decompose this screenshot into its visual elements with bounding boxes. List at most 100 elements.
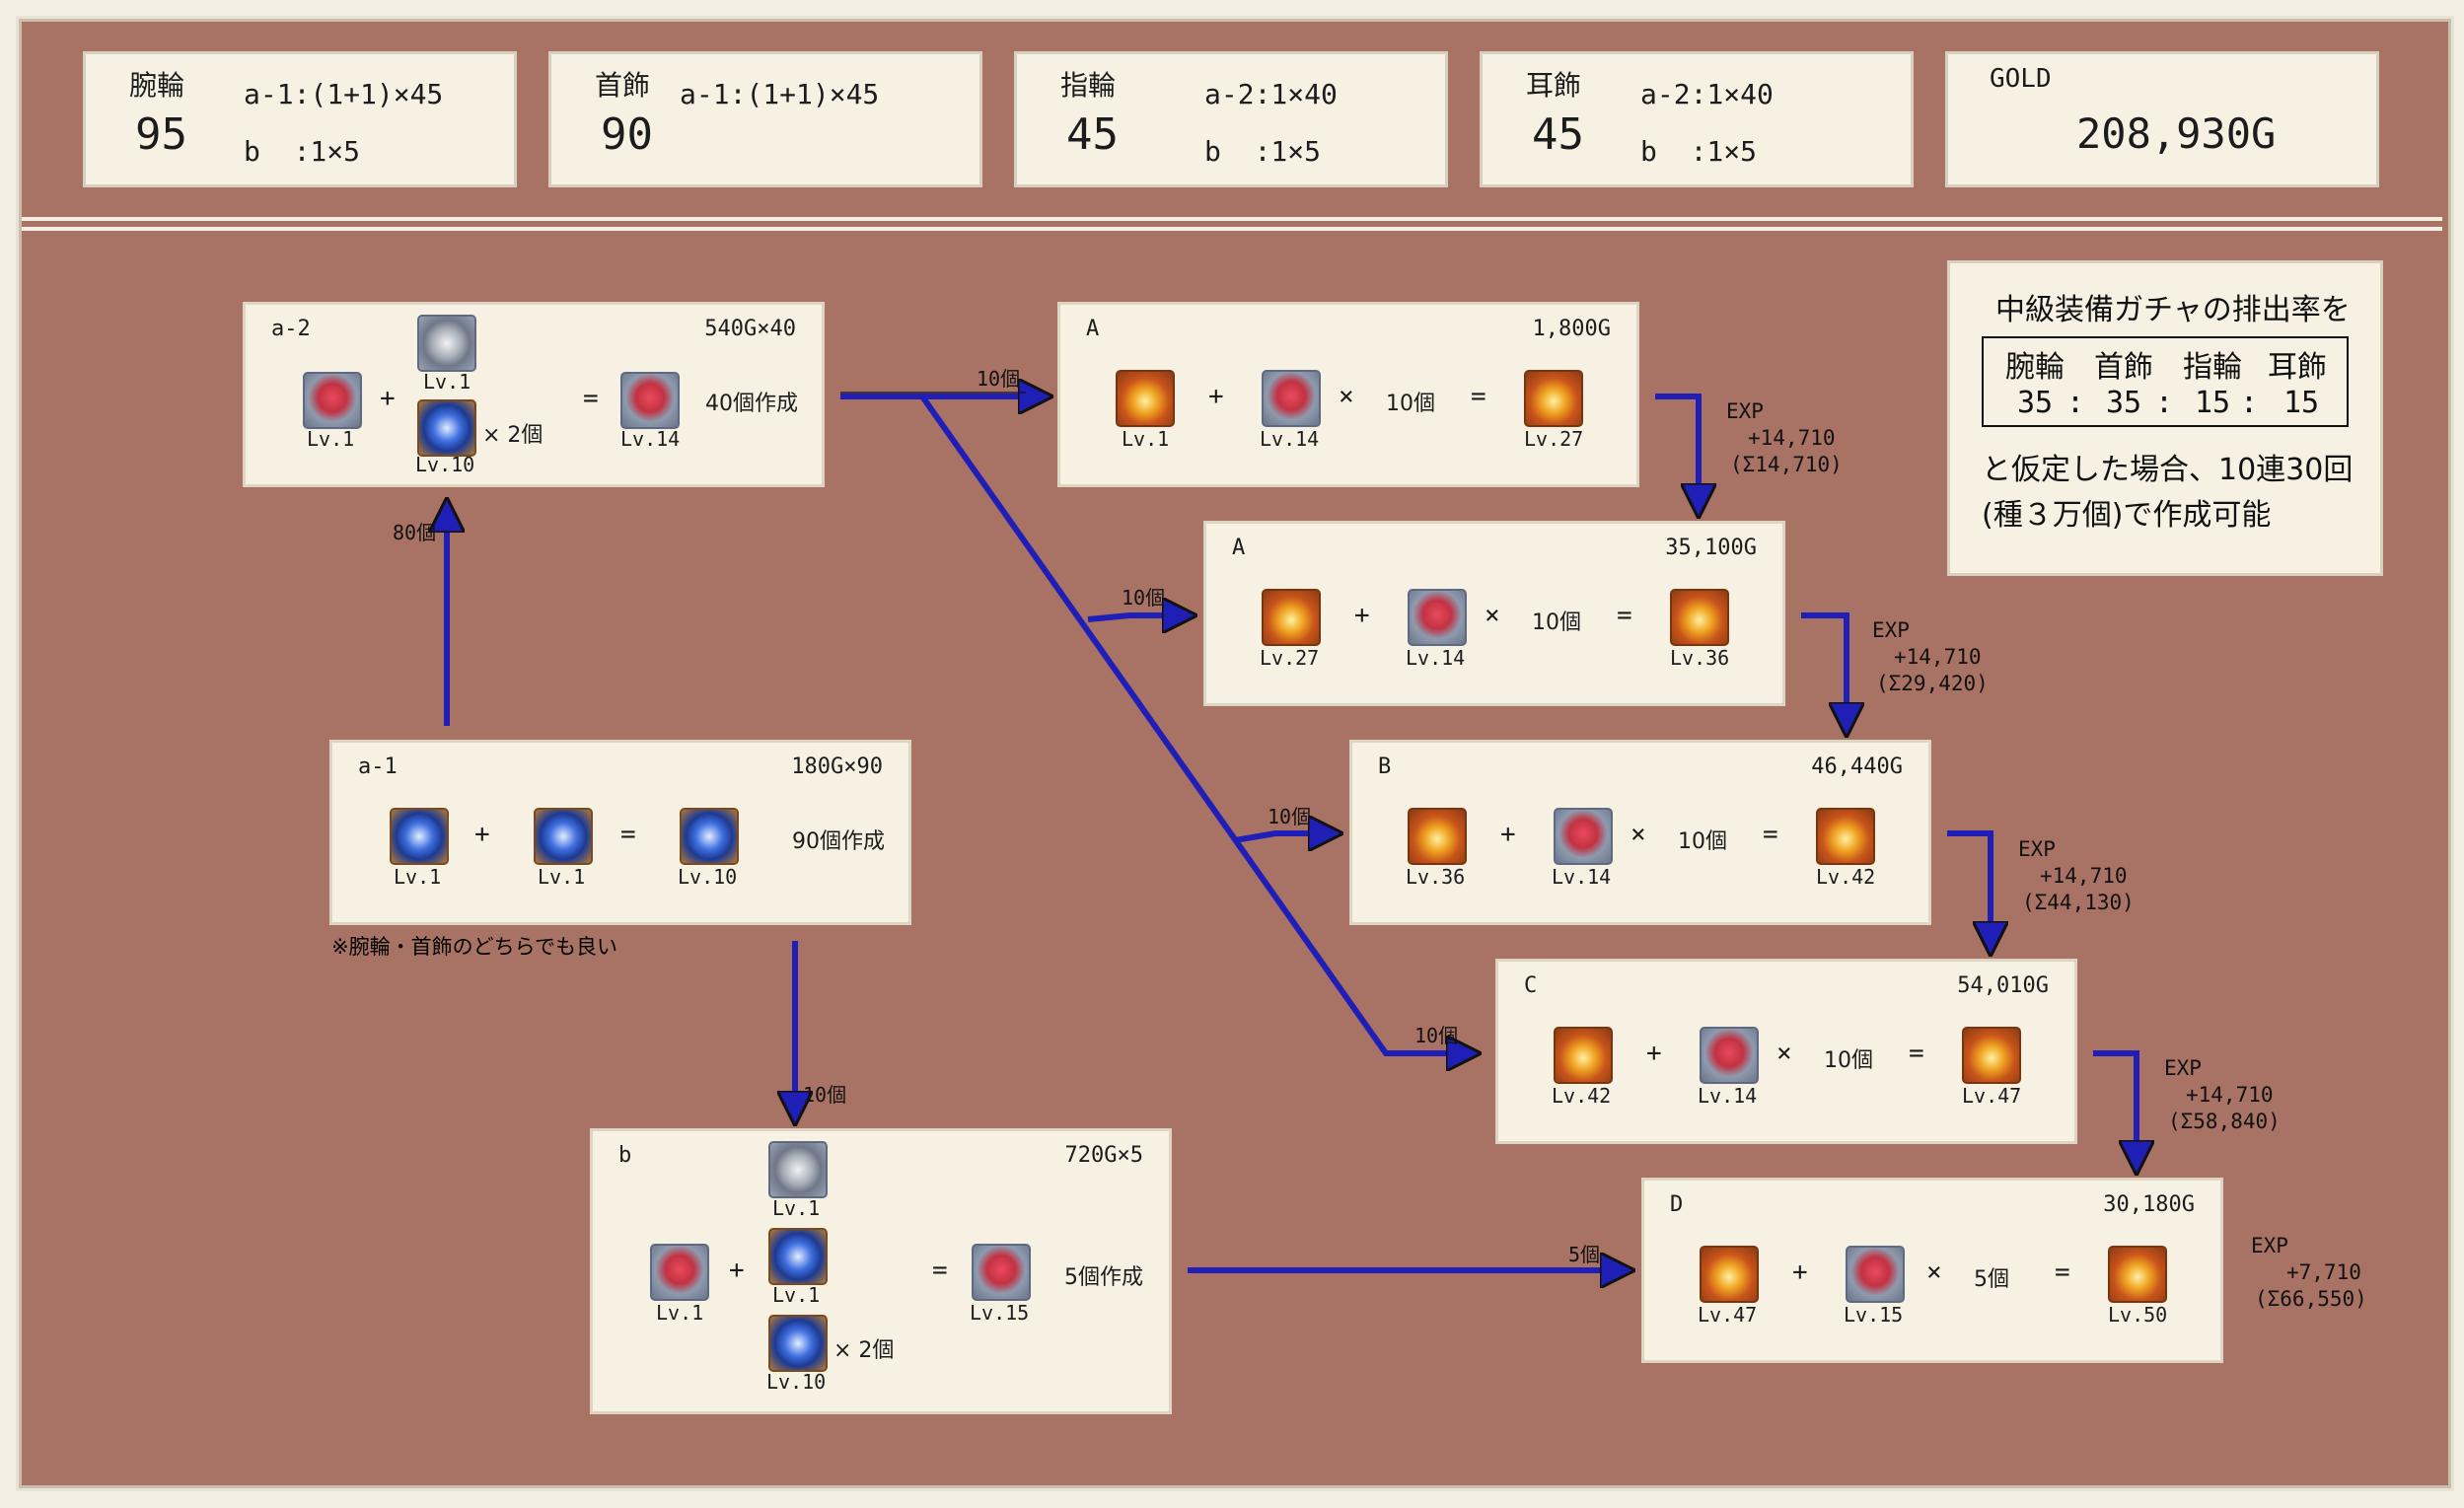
exp-gain: +14,710 <box>2040 864 2128 888</box>
craft-note: 5個作成 <box>1064 1265 1143 1290</box>
exp-total: (Σ66,550) <box>2255 1287 2367 1311</box>
quantity: 10個 <box>1678 829 1727 854</box>
summary-line2: b :1×5 <box>244 135 361 168</box>
times-sign: × <box>1485 601 1500 630</box>
recipe-A1: A 1,800G Lv.1 + Lv.14 × 10個 = Lv.27 <box>1057 302 1639 487</box>
exp-total: (Σ14,710) <box>1730 453 1843 476</box>
arrow-label: 10個 <box>1122 586 1166 610</box>
exp-head: EXP <box>1872 618 1910 642</box>
summary-line2: b :1×5 <box>1204 135 1322 168</box>
craft-note: 40個作成 <box>705 392 798 416</box>
item-level: Lv.47 <box>1698 1303 1758 1327</box>
times-sign: × <box>1926 1257 1942 1287</box>
recipe-label: B <box>1378 754 1392 779</box>
rate-footer-1: と仮定した場合、10連30回 <box>1982 453 2354 487</box>
divider-line <box>22 227 2442 231</box>
divider-line <box>22 217 2442 221</box>
recipe-cost: 720G×5 <box>1064 1143 1143 1168</box>
blue-orb-icon <box>417 399 476 457</box>
rate-sep: : <box>2066 386 2085 420</box>
gold-label: GOLD <box>1990 64 2052 94</box>
exp-gain: +14,710 <box>1748 426 1836 450</box>
plus-sign: + <box>474 820 490 849</box>
equals-sign: = <box>2055 1257 2070 1287</box>
summary-count: 45 <box>1532 109 1584 160</box>
summary-name: 指輪 <box>1060 69 1117 102</box>
gem-icon <box>972 1244 1031 1301</box>
arrow-exp-1 <box>1655 394 1699 501</box>
gold-value: 208,930G <box>2076 109 2277 158</box>
quantity: × 2個 <box>482 423 544 448</box>
blue-orb-icon <box>534 808 593 865</box>
exp-head: EXP <box>2251 1234 2288 1257</box>
quantity: × 2個 <box>833 1338 895 1363</box>
recipe-label: C <box>1524 973 1538 998</box>
gold-equipment-icon <box>1116 370 1175 427</box>
gold-equipment-icon <box>1554 1027 1613 1084</box>
exp-total: (Σ58,840) <box>2168 1110 2281 1133</box>
rate-value: 35 <box>2106 386 2142 420</box>
arrow-label: 10個 <box>1414 1024 1459 1047</box>
item-level: Lv.15 <box>970 1301 1030 1325</box>
arrow-label: 80個 <box>393 521 437 544</box>
rate-value: 35 <box>2017 386 2054 420</box>
summary-panel-ring: 指輪 45 a-2:1×40 b :1×5 <box>1014 51 1448 187</box>
item-level: Lv.14 <box>1406 646 1466 670</box>
equals-sign: = <box>1909 1039 1924 1068</box>
ring-icon <box>768 1141 828 1198</box>
recipe-label: a-2 <box>271 317 311 341</box>
exp-head: EXP <box>1726 399 1764 423</box>
recipe-B: B 46,440G Lv.36 + Lv.14 × 10個 = Lv.42 <box>1349 740 1931 925</box>
exp-annotation: EXP+14,710(Σ44,130) <box>2018 836 2135 916</box>
summary-line1: a-2:1×40 <box>1640 78 1774 110</box>
recipe-cost: 180G×90 <box>791 754 883 779</box>
gem-icon <box>1262 370 1321 427</box>
summary-count: 95 <box>135 109 187 160</box>
item-level: Lv.14 <box>1698 1084 1758 1108</box>
arrow-exp-4 <box>2093 1050 2137 1158</box>
exp-total: (Σ29,420) <box>1876 672 1989 695</box>
summary-panel-necklace: 首飾 90 a-1:(1+1)×45 <box>548 51 982 187</box>
plus-sign: + <box>380 384 396 413</box>
gem-icon <box>650 1244 709 1301</box>
item-level: Lv.1 <box>772 1196 821 1220</box>
item-level: Lv.1 <box>538 865 586 889</box>
plus-sign: + <box>1792 1257 1808 1287</box>
rate-footer-2: (種３万個)で作成可能 <box>1982 498 2272 533</box>
recipe-cost: 1,800G <box>1532 317 1611 341</box>
item-level: Lv.27 <box>1524 427 1584 451</box>
summary-name: 耳飾 <box>1526 69 1582 102</box>
gem-icon <box>1408 589 1467 646</box>
item-level: Lv.10 <box>766 1370 827 1394</box>
recipe-a2: a-2 540G×40 Lv.1 + Lv.1 Lv.10 × 2個 = Lv.… <box>243 302 825 487</box>
rate-value: 15 <box>2283 386 2320 420</box>
arrow-label: 10個 <box>977 367 1021 391</box>
arrow-to-B <box>1234 833 1326 840</box>
equals-sign: = <box>1617 601 1632 630</box>
item-level: Lv.14 <box>1552 865 1612 889</box>
plus-sign: + <box>1354 601 1370 630</box>
gem-icon <box>1846 1246 1905 1303</box>
recipe-A2: A 35,100G Lv.27 + Lv.14 × 10個 = Lv.36 <box>1203 521 1785 706</box>
rate-header: 指輪 <box>2183 350 2242 385</box>
summary-count: 45 <box>1066 109 1119 160</box>
summary-name: 首飾 <box>595 69 651 102</box>
item-level: Lv.47 <box>1962 1084 2022 1108</box>
footnote: ※腕輪・首飾のどちらでも良い <box>331 935 617 959</box>
item-level: Lv.14 <box>1260 427 1320 451</box>
quantity: 10個 <box>1824 1048 1873 1073</box>
equals-sign: = <box>620 820 636 849</box>
recipe-a1: a-1 180G×90 Lv.1 + Lv.1 = Lv.10 90個作成 <box>329 740 911 925</box>
gold-equipment-icon <box>1524 370 1583 427</box>
item-level: Lv.36 <box>1406 865 1466 889</box>
recipe-cost: 540G×40 <box>704 317 796 341</box>
exp-gain: +14,710 <box>2186 1083 2274 1107</box>
recipe-b: b 720G×5 Lv.1 + Lv.1 Lv.1 Lv.10 × 2個 = L… <box>590 1128 1172 1414</box>
summary-line1: a-1:(1+1)×45 <box>680 78 880 110</box>
gem-icon <box>1700 1027 1759 1084</box>
exp-annotation: EXP+14,710(Σ29,420) <box>1872 617 1989 697</box>
blue-orb-icon <box>768 1315 828 1372</box>
item-level: Lv.1 <box>423 370 471 394</box>
times-sign: × <box>1776 1039 1792 1068</box>
